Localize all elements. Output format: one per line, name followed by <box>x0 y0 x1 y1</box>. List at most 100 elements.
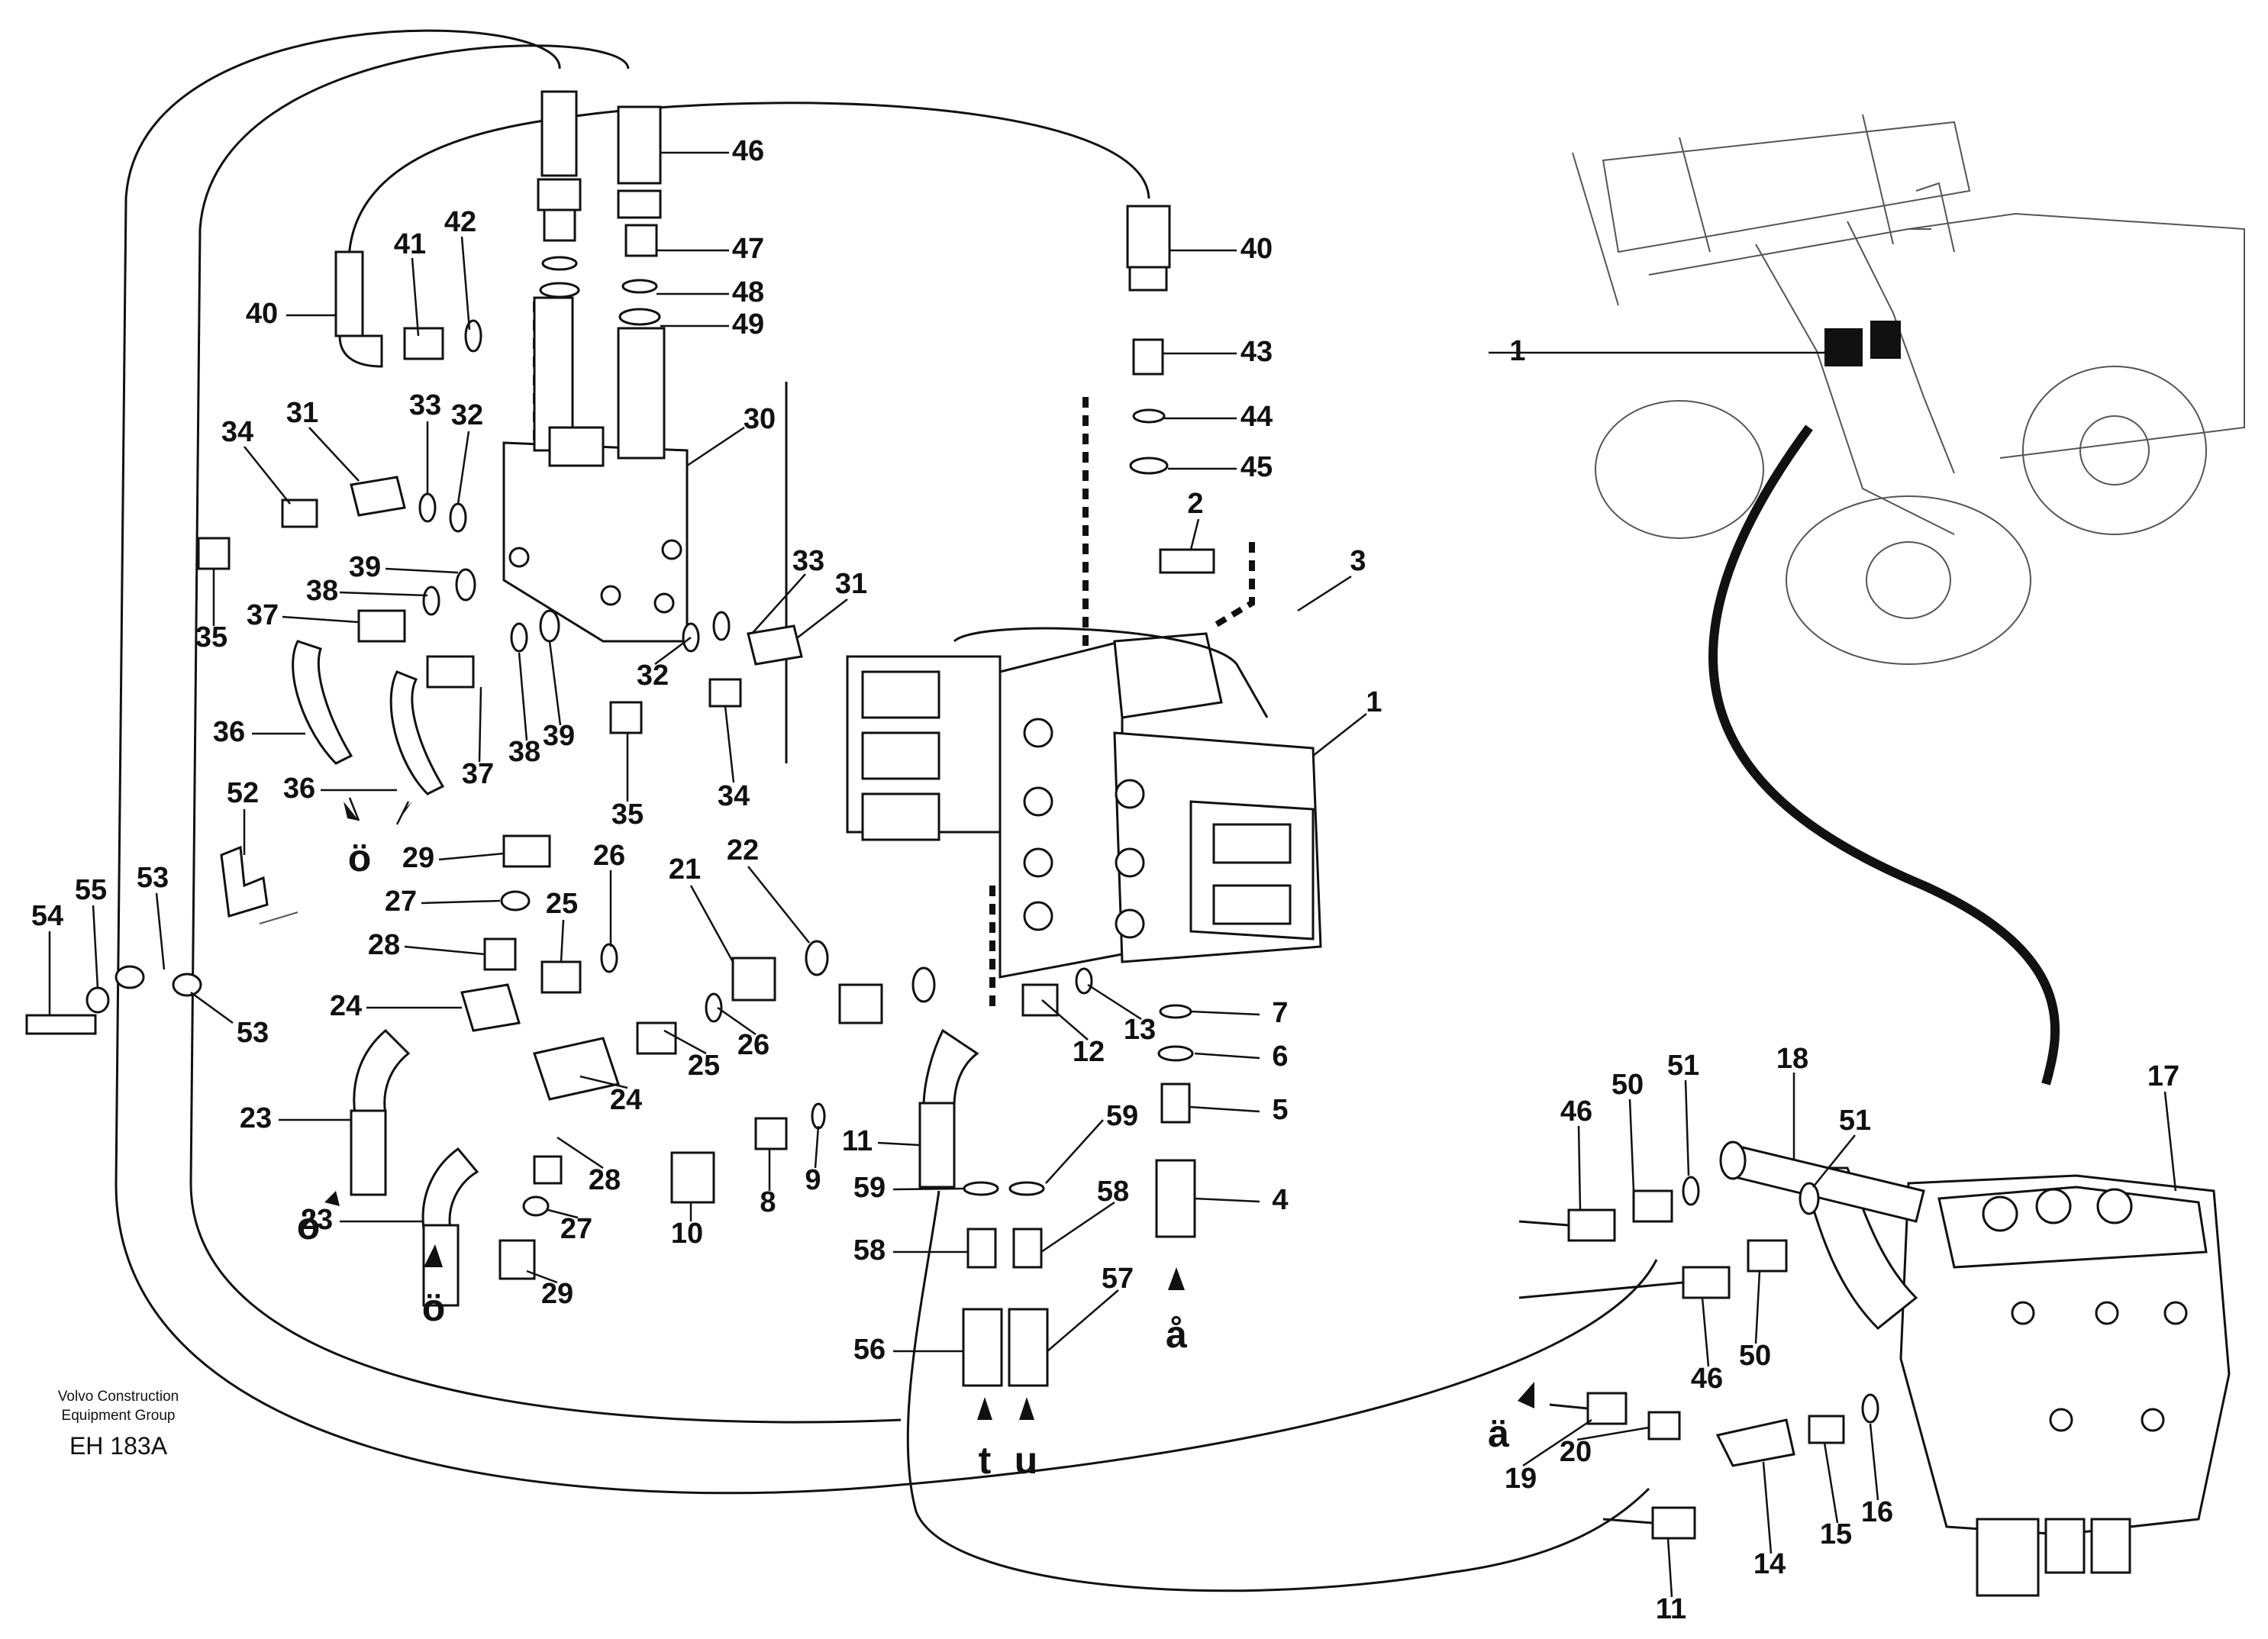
credit-line-1: Volvo Construction <box>58 1389 179 1405</box>
callout-c29b: 29 <box>541 1278 573 1310</box>
callout-c8: 8 <box>760 1186 776 1218</box>
callout-c16: 16 <box>1861 1496 1893 1528</box>
callout-c56: 56 <box>853 1334 886 1366</box>
callout-c50a: 50 <box>1611 1069 1644 1101</box>
flow-marker-u: u <box>1015 1439 1038 1482</box>
callout-c9: 9 <box>805 1164 821 1196</box>
callout-c47: 47 <box>732 233 764 265</box>
callout-c2: 2 <box>1187 488 1203 520</box>
callout-c30: 30 <box>744 403 776 435</box>
callout-c58a: 58 <box>1097 1176 1129 1208</box>
callout-c53b: 53 <box>237 1017 269 1049</box>
callout-c17: 17 <box>2147 1060 2179 1092</box>
callout-c35a: 35 <box>195 621 227 653</box>
callout-c19: 19 <box>1505 1463 1537 1495</box>
pressure-valve-30 <box>502 90 689 643</box>
callout-c31b: 31 <box>835 568 867 600</box>
callout-c33a: 33 <box>409 389 441 421</box>
callout-c11b: 11 <box>1656 1593 1686 1625</box>
callout-c3: 3 <box>1350 545 1366 577</box>
callout-c25b: 25 <box>688 1050 720 1082</box>
hoses-56-57 <box>918 967 1196 1387</box>
callout-c13: 13 <box>1124 1014 1156 1046</box>
callout-c6: 6 <box>1272 1041 1288 1073</box>
clamp-bracket <box>25 845 298 1035</box>
valve-17-fittings <box>1518 1176 1879 1540</box>
callout-c46b: 46 <box>1560 1095 1592 1128</box>
callout-c37b: 37 <box>462 758 494 790</box>
callout-c1b: 1 <box>1509 335 1525 367</box>
callout-c45: 45 <box>1240 451 1273 483</box>
callout-c34b: 34 <box>718 780 750 812</box>
callout-c38a: 38 <box>306 575 338 607</box>
callout-c49: 49 <box>732 308 764 340</box>
flow-marker-oe2: ö <box>297 1205 321 1247</box>
callout-c26a: 26 <box>593 840 625 872</box>
callout-c44: 44 <box>1240 401 1273 433</box>
leader-lines <box>48 151 2177 1598</box>
flow-marker-t: t <box>979 1439 992 1482</box>
callout-c27b: 27 <box>560 1213 592 1245</box>
callout-c21: 21 <box>669 853 701 886</box>
callout-c18: 18 <box>1776 1043 1808 1075</box>
hose-40-left <box>334 250 482 368</box>
callout-c40b: 40 <box>1240 233 1273 265</box>
main-control-valve <box>846 627 1322 979</box>
callout-c14: 14 <box>1753 1548 1786 1580</box>
hose-40-right <box>1126 205 1215 574</box>
callout-c27a: 27 <box>385 886 417 918</box>
flow-marker-aa: å <box>1166 1313 1187 1356</box>
callout-c29a: 29 <box>402 842 434 874</box>
callout-c50b: 50 <box>1739 1340 1771 1372</box>
callout-c4: 4 <box>1272 1184 1288 1216</box>
callout-c40a: 40 <box>246 298 278 330</box>
credit-line-2: Equipment Group <box>62 1408 176 1424</box>
callout-c31a: 31 <box>286 397 318 429</box>
callout-c28b: 28 <box>589 1164 621 1196</box>
callout-c38b: 38 <box>508 736 540 768</box>
callout-c1: 1 <box>1366 686 1382 718</box>
callout-c39a: 39 <box>349 551 381 583</box>
callout-c35b: 35 <box>611 799 644 831</box>
auxiliary-valve-17 <box>1719 1141 2231 1597</box>
callout-c46a: 46 <box>732 135 764 167</box>
callout-c24a: 24 <box>330 990 362 1022</box>
callout-c23b: 23 <box>301 1204 333 1236</box>
callout-c15: 15 <box>1820 1518 1852 1550</box>
machine-overview-illustration <box>1572 114 2245 1086</box>
flow-marker-oe3: ö <box>422 1286 446 1329</box>
callout-c5: 5 <box>1272 1094 1288 1126</box>
callout-c39b: 39 <box>543 720 575 752</box>
highlighted-valve-mark <box>1824 328 1863 366</box>
callout-c23a: 23 <box>240 1102 272 1134</box>
flow-marker-oe1: ö <box>348 837 372 879</box>
callout-c54: 54 <box>31 900 63 932</box>
callout-c24b: 24 <box>610 1084 642 1116</box>
drawing-code: EH 183A <box>69 1432 168 1460</box>
callout-c32b: 32 <box>637 660 669 692</box>
callout-c41: 41 <box>394 228 426 260</box>
credit-block: Volvo Construction Equipment Group EH 18… <box>58 1389 179 1460</box>
callout-c42: 42 <box>444 206 476 238</box>
callout-c28a: 28 <box>368 929 400 961</box>
callout-c55: 55 <box>75 874 107 906</box>
callout-c22: 22 <box>727 834 759 866</box>
left-fittings-group <box>197 476 803 795</box>
callout-c58b: 58 <box>853 1234 886 1266</box>
callout-c34a: 34 <box>221 416 253 448</box>
callout-c57: 57 <box>1102 1263 1134 1295</box>
callout-c20: 20 <box>1560 1436 1592 1468</box>
callout-c33b: 33 <box>792 545 824 577</box>
callout-c53a: 53 <box>137 862 169 894</box>
callout-c11a: 11 <box>842 1125 873 1157</box>
callout-c43: 43 <box>1240 336 1273 368</box>
callout-c46c: 46 <box>1691 1363 1723 1395</box>
flow-arrows <box>324 797 1534 1420</box>
callout-c52: 52 <box>227 777 259 809</box>
callout-c32a: 32 <box>451 399 483 431</box>
callout-c51b: 51 <box>1839 1105 1871 1137</box>
flow-marker-ae: ä <box>1488 1412 1509 1455</box>
